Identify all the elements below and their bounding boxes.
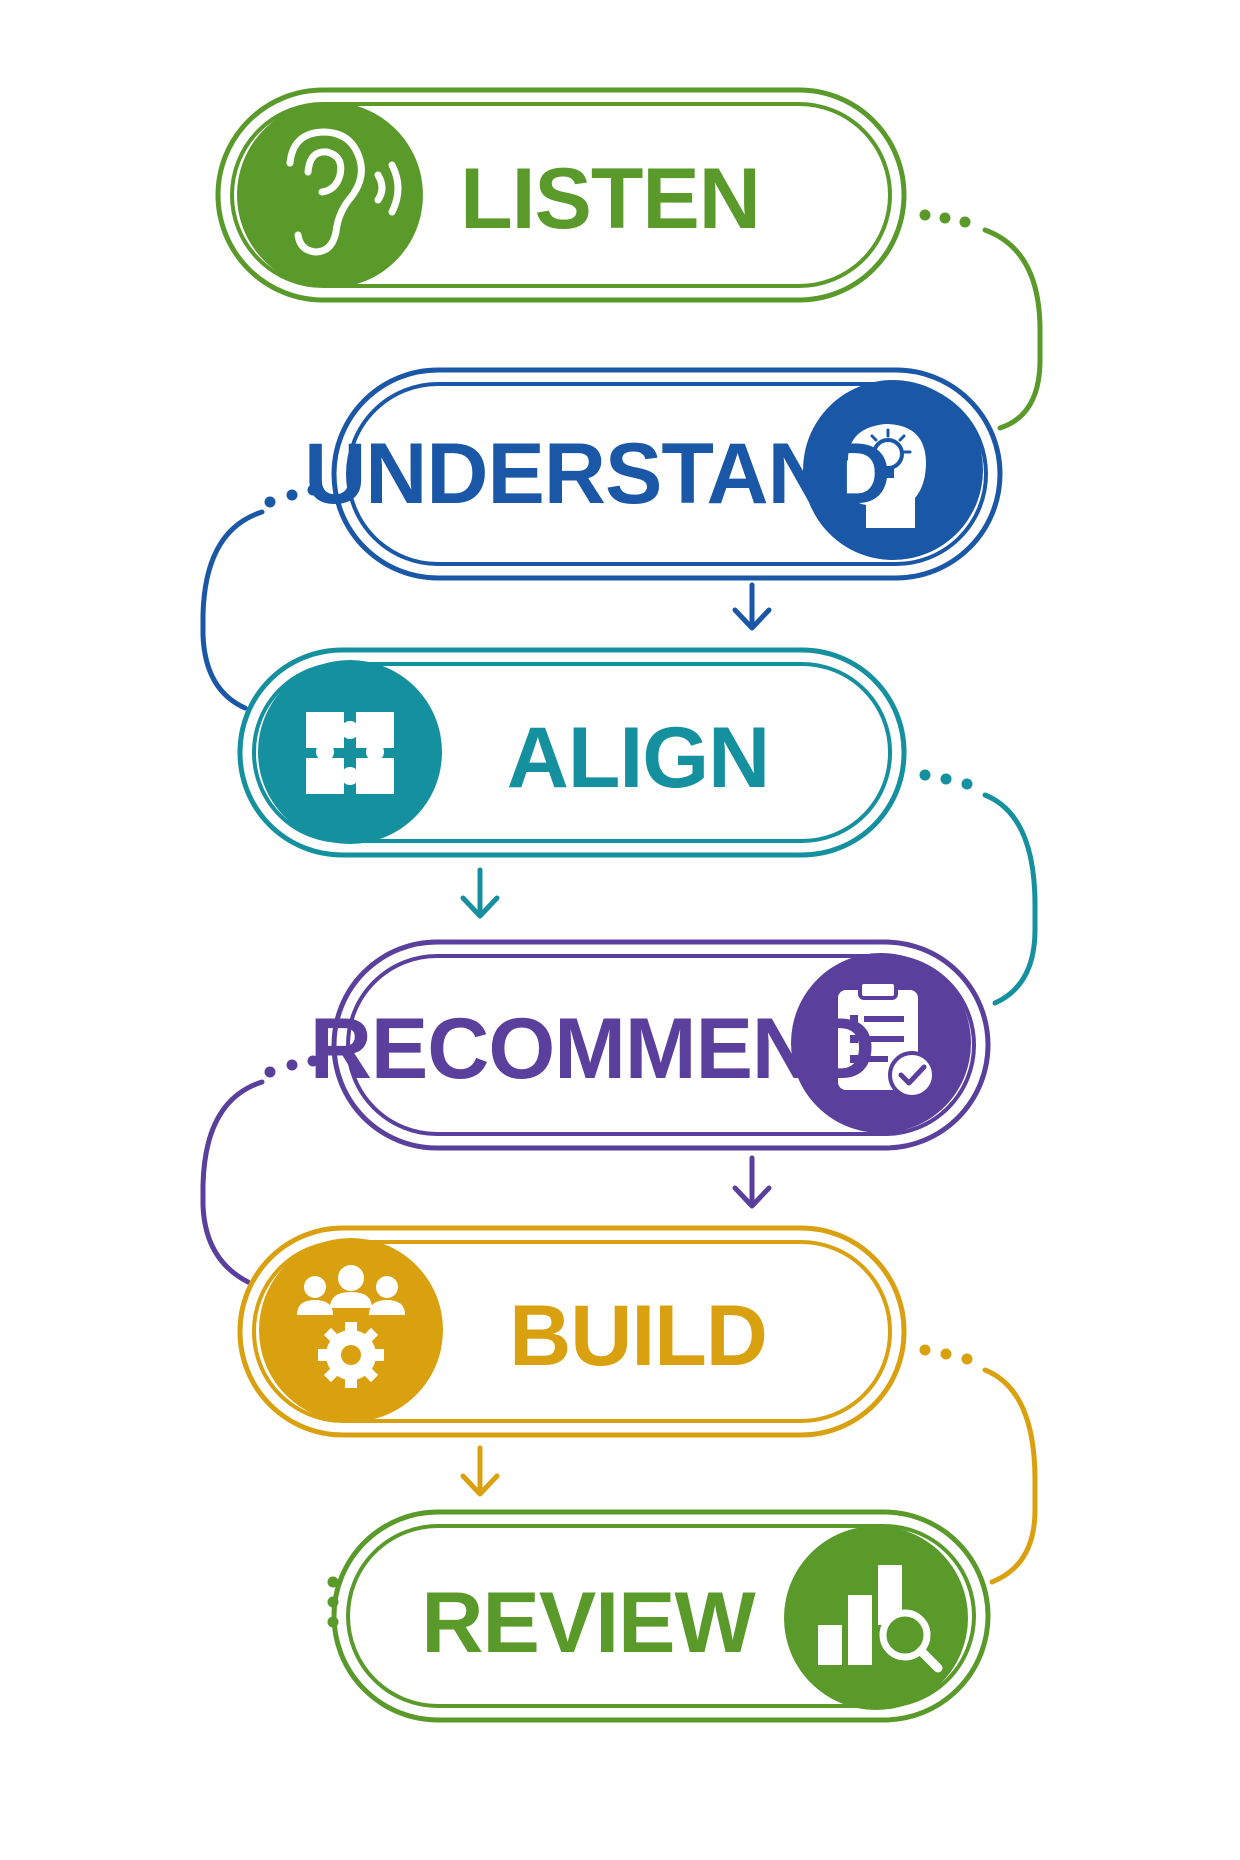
connector-dots-understand: [264, 484, 319, 508]
connector-dots-build: [919, 1344, 973, 1365]
step-align: ALIGN: [237, 647, 907, 858]
connector-dots-align: [919, 769, 973, 790]
clipboard-check-icon: [838, 980, 936, 1099]
step-label-recommend: RECOMMEND: [310, 1001, 874, 1097]
step-listen: LISTEN: [215, 87, 907, 303]
step-understand: UNDERSTAND: [304, 367, 1003, 581]
connector-align-recommend: [982, 792, 1038, 1006]
step-label-listen: LISTEN: [460, 151, 760, 247]
arrow-down-icon: [732, 582, 772, 631]
puzzle-icon: [306, 712, 394, 794]
head-lightbulb-icon: [838, 424, 926, 528]
step-label-review: REVIEW: [421, 1575, 756, 1671]
step-label-understand: UNDERSTAND: [304, 426, 890, 522]
arrow-down-icon: [460, 867, 500, 919]
connector-listen-understand: [982, 227, 1043, 431]
connector-dots-recommend: [264, 1055, 319, 1078]
connector-build-review: [982, 1367, 1038, 1585]
step-label-align: ALIGN: [507, 710, 770, 806]
step-recommend: RECOMMEND: [310, 939, 991, 1151]
connector-understand-align: [200, 509, 265, 711]
step-label-build: BUILD: [509, 1288, 767, 1384]
team-gear-icon: [297, 1265, 405, 1388]
arrow-down-icon: [460, 1445, 500, 1497]
arrow-down-icon: [732, 1155, 772, 1209]
connector-dots-listen: [919, 209, 971, 228]
ear-icon: [286, 128, 402, 256]
step-build: BUILD: [237, 1225, 907, 1438]
chart-magnifier-icon: [818, 1565, 943, 1673]
connector-recommend-build: [200, 1079, 265, 1285]
step-review: REVIEW: [331, 1509, 991, 1723]
